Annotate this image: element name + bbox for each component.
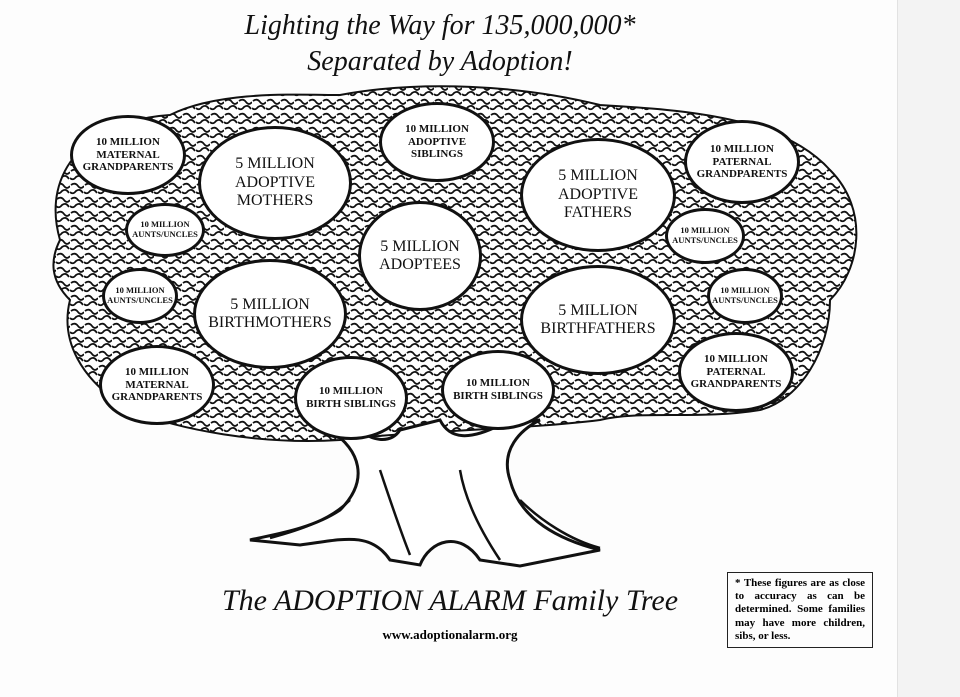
oval-label-line: BIRTHMOTHERS [208,314,332,331]
footer-title: The ADOPTION ALARM Family Tree [221,584,679,617]
oval-label-line: 10 MILLION [115,285,165,296]
oval-label-line: 5 MILLION [558,167,638,185]
oval-label-line: GRANDPARENTS [690,378,782,391]
oval-label-line: 10 MILLION [96,136,160,149]
oval-label-line: MATERNAL [125,378,189,391]
oval-label-line: PATERNAL [706,365,766,378]
oval-label-line: 5 MILLION [230,295,310,313]
oval-label-line: GRANDPARENTS [696,168,788,181]
oval-label-line: ADOPTEES [379,256,461,273]
oval-label-line: FATHERS [563,204,633,222]
oval-label-line: BIRTH SIBLINGS [306,398,396,410]
oval-label-line: ADOPTIVE [558,185,638,203]
oval-label-line: 10 MILLION [140,219,190,230]
oval-label-line: 10 MILLION [319,385,383,398]
oval-label-line: 5 MILLION [380,237,460,255]
oval-label-line: 10 MILLION [125,366,189,379]
oval-label-line: PATERNAL [712,155,772,168]
oval-label-line: MATERNAL [96,148,160,161]
oval-label-line: 10 MILLION [466,377,530,390]
oval-label-line: BIRTHFATHERS [540,320,656,337]
oval-label-line: AUNTS/UNCLES [712,295,778,305]
website-url: www.adoptionalarm.org [382,627,518,642]
oval-label-line: SIBLINGS [411,148,463,161]
oval-label-line: 10 MILLION [680,225,730,236]
oval-label-line: AUNTS/UNCLES [107,295,173,305]
oval-label-line: 10 MILLION [720,285,770,296]
oval-label-line: MOTHERS [236,192,314,210]
oval-label-line: AUNTS/UNCLES [132,229,198,239]
oval-label-line: GRANDPARENTS [82,161,174,174]
oval-label-line: 5 MILLION [235,155,315,173]
title-line-1: Lighting the Way for 135,000,000* [244,10,636,41]
oval-label-line: BIRTH SIBLINGS [453,390,543,402]
oval-label-line: GRANDPARENTS [111,391,203,404]
title-line-2: Separated by Adoption! [307,46,573,77]
oval-label-line: 5 MILLION [558,301,638,319]
oval-label-line: ADOPTIVE [235,173,315,191]
oval-label-line: 10 MILLION [405,123,469,136]
oval-label-line: 10 MILLION [704,353,768,366]
oval-label-line: 10 MILLION [710,143,774,156]
oval-label-line: AUNTS/UNCLES [672,235,738,245]
oval-label-line: ADOPTIVE [407,135,467,148]
footnote-box: * These figures are as close to accuracy… [727,572,873,648]
page-edge [897,0,960,697]
